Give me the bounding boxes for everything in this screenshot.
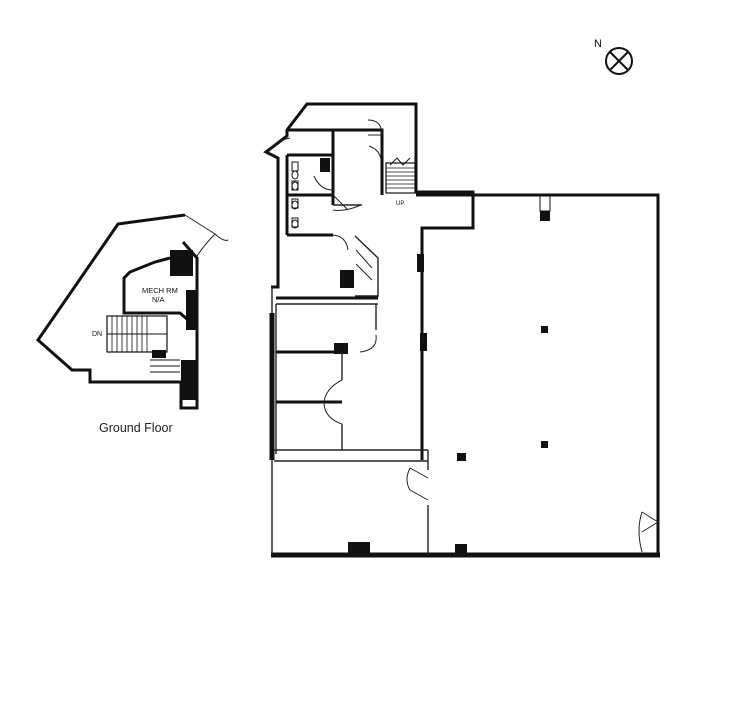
ground-floor-caption: Ground Floor — [99, 421, 173, 435]
door-swing — [267, 137, 291, 156]
north-wall-column — [539, 195, 551, 221]
door-swing — [355, 249, 373, 281]
ground-floor-entry-door — [184, 214, 229, 257]
ground-floor-plan: MECH RM N/A DN — [36, 213, 229, 410]
north-label: N — [594, 38, 602, 50]
door-swing — [332, 194, 362, 211]
corridor-wall — [416, 193, 475, 460]
office-column — [334, 343, 348, 354]
door-swing — [359, 334, 377, 353]
south-wall-column — [348, 542, 370, 554]
door-swing — [323, 401, 343, 425]
open-area-column — [457, 453, 466, 461]
open-area-column — [541, 441, 548, 448]
mech-room-note: N/A — [152, 295, 165, 304]
ground-floor-column — [181, 360, 197, 400]
ground-floor-stair — [106, 315, 180, 373]
restroom-fixture-block — [320, 158, 330, 172]
compass-icon — [605, 47, 633, 75]
office-wall — [354, 235, 379, 297]
door-swing — [323, 379, 343, 403]
door-swing — [368, 145, 382, 161]
open-area-column — [541, 326, 548, 333]
door-swing — [406, 467, 429, 501]
ground-floor-wall-block — [186, 290, 196, 330]
main-floor-plan: UP — [263, 102, 660, 558]
corridor-column — [420, 333, 427, 351]
compass: N — [594, 38, 633, 75]
ground-floor-column — [170, 250, 193, 276]
mech-room-wall — [122, 256, 189, 322]
ground-floor-outline — [36, 213, 199, 410]
main-stair-label: UP — [396, 201, 404, 207]
door-swing — [638, 511, 659, 553]
toilet-icon — [291, 198, 299, 210]
toilet-icon — [291, 217, 299, 229]
door-swing — [332, 234, 349, 251]
door-swing — [313, 175, 334, 191]
ground-stair-label: DN — [92, 331, 102, 338]
door-swing — [367, 119, 383, 136]
main-stair — [385, 157, 416, 194]
toilet-icon — [291, 180, 299, 191]
office-column — [340, 270, 354, 288]
mech-room-label: MECH RM — [142, 286, 178, 295]
south-wall-column — [455, 544, 467, 553]
toilet-icon — [291, 161, 299, 180]
corridor-column — [417, 254, 424, 272]
